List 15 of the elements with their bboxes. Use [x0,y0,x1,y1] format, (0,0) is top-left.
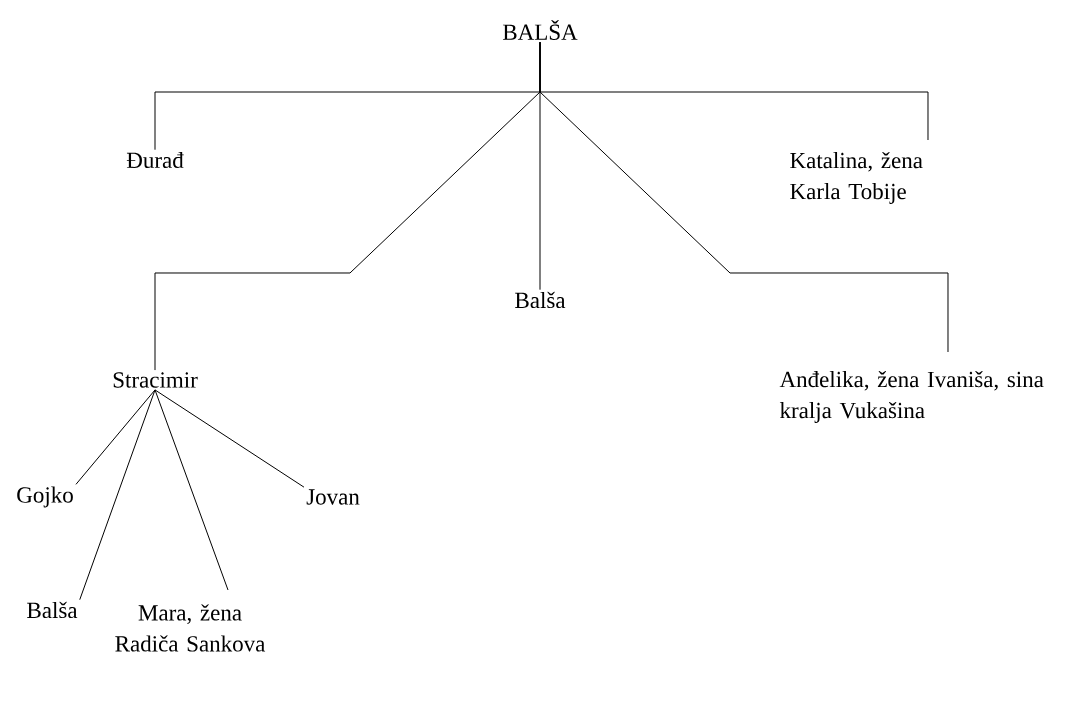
tree-line [154,389,229,591]
name-label: Gojko [17,486,73,508]
name-label: BALŠA [502,20,578,40]
tree-line [79,389,156,601]
name-label: Đurađ [126,151,184,169]
tree-line [154,389,305,488]
name-label: Anđelika, žena Ivaniša, sina kralja Vukašina [779,371,1044,423]
tree-line [539,41,949,353]
name-label: Jovan [306,489,360,505]
name-label: Balša [515,291,566,309]
name-label: Mara, žena Radiča Sankova [115,604,266,652]
tree-line [75,389,156,485]
name-label: Katalina, žena Karla Tobije [790,152,923,204]
name-label: Stracimir [113,372,198,388]
name-label: Balša [27,601,78,619]
